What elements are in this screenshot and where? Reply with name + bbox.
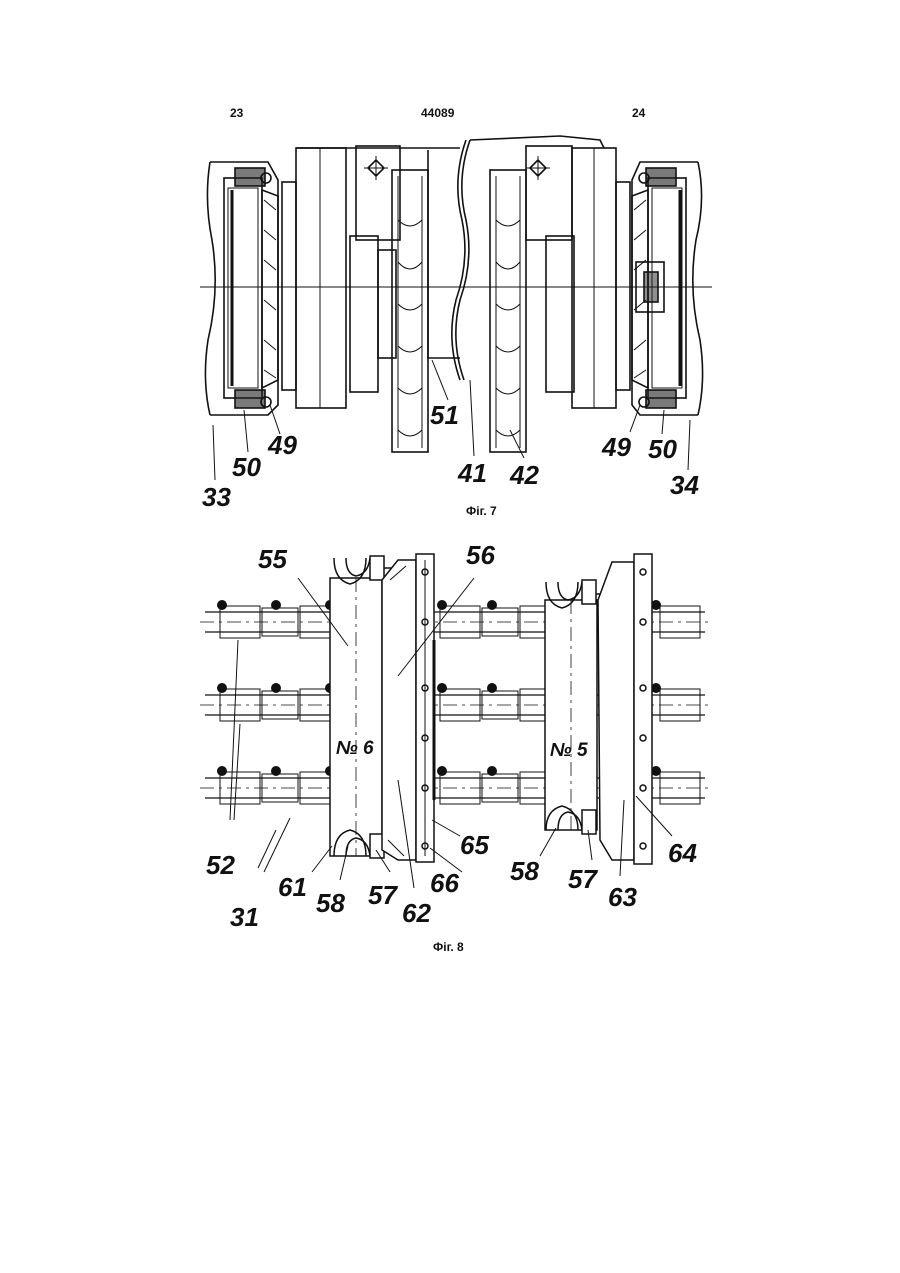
fig8-label-56: 56	[466, 540, 495, 570]
fig8-label-58: 58	[316, 888, 345, 918]
fig8-label-57: 57	[368, 880, 398, 910]
fig8-label-65: 65	[460, 830, 489, 860]
fig8-label-55: 55	[258, 544, 287, 574]
figure-8-caption: Фіг. 8	[433, 940, 464, 954]
fig8-label-63: 63	[608, 882, 637, 912]
fig8-label-64: 64	[668, 838, 697, 868]
fig8-label-62: 62	[402, 898, 431, 928]
fig8-label-66: 66	[430, 868, 459, 898]
plate-number-6: № 6	[336, 738, 374, 759]
plate-number-5: № 5	[550, 740, 588, 761]
figure-8-drawing: № 6 № 5 55 56 52 31 61 58 57 62 65 66 58…	[0, 0, 900, 960]
fig8-label-58-right: 58	[510, 856, 539, 886]
fig8-label-52: 52	[206, 850, 235, 880]
fig8-label-57-right: 57	[568, 864, 598, 894]
fig8-label-31: 31	[230, 902, 259, 932]
fig8-label-61: 61	[278, 872, 307, 902]
